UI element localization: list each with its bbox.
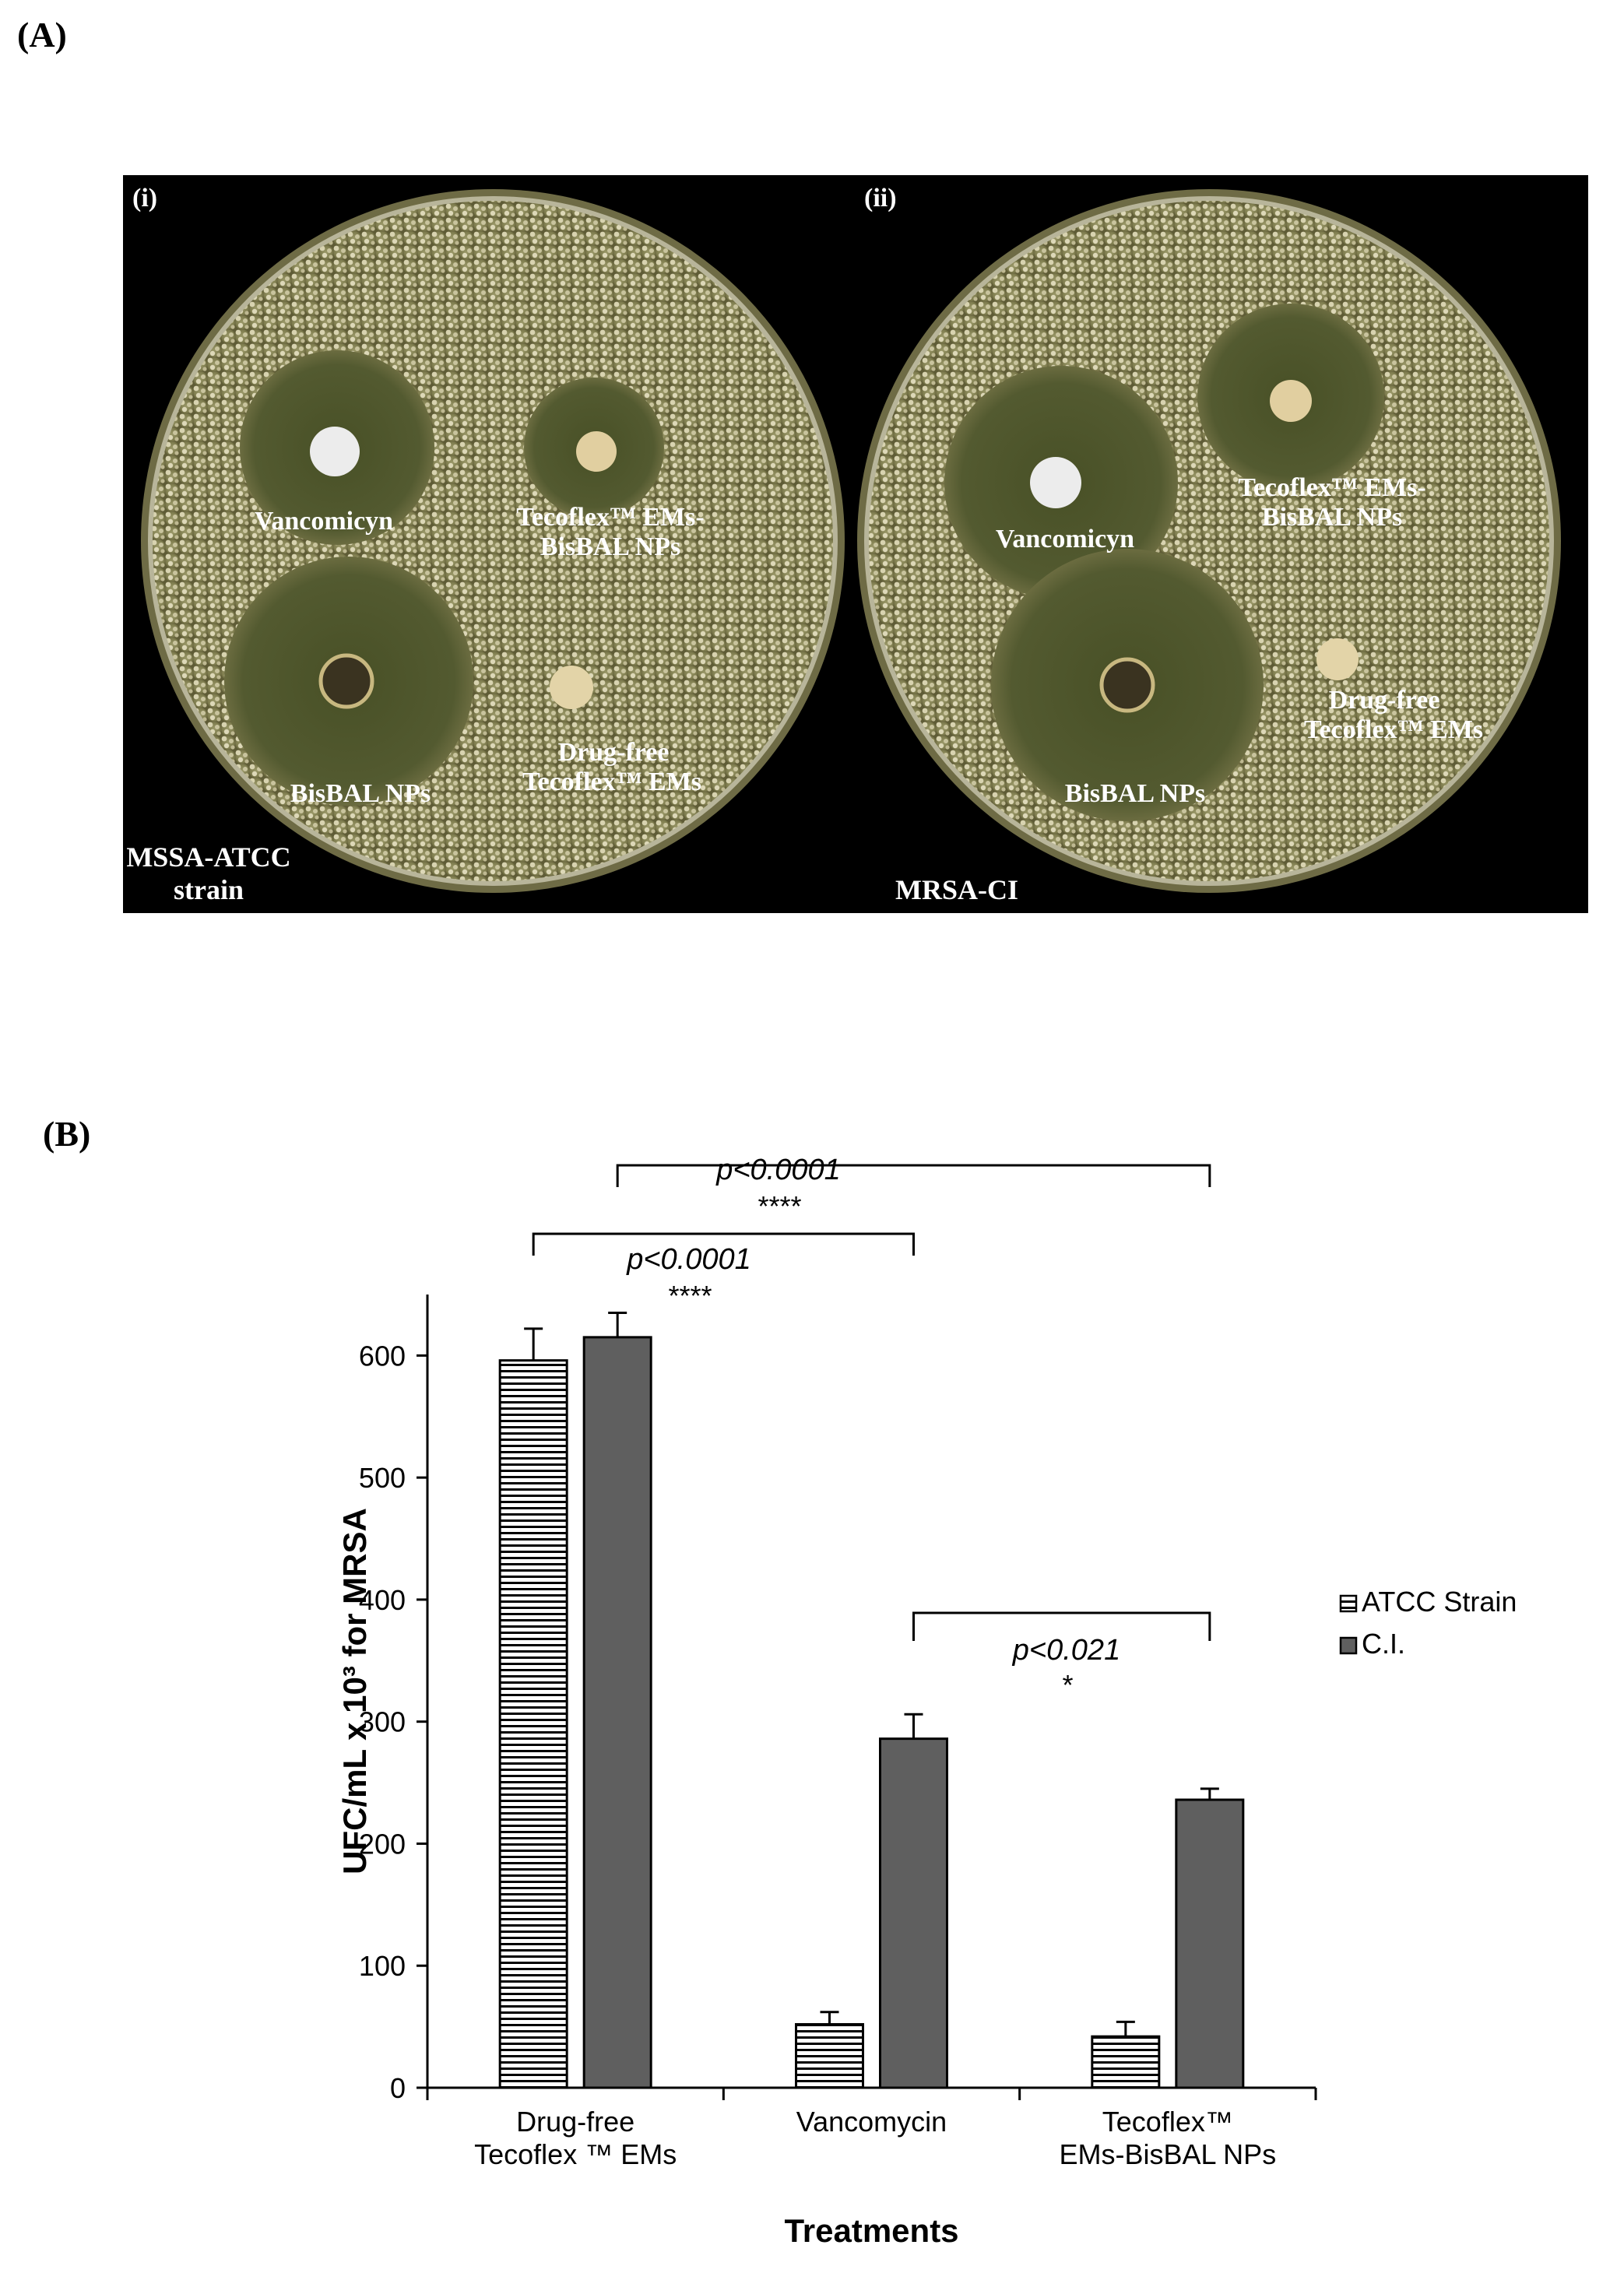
x-tick-label: EMs-BisBAL NPs: [1059, 2138, 1276, 2170]
label-tecoflex-np-line2: BisBAL NPs: [1262, 503, 1402, 532]
x-tick-label: Tecoflex ™ EMs: [474, 2138, 677, 2170]
label-tecoflex-np-line1: Tecoflex™ EMs-: [1238, 473, 1425, 502]
strain-label-line2: strain: [174, 874, 244, 905]
y-tick-label: 400: [359, 1584, 406, 1616]
significance-bracket: [532, 1232, 915, 1256]
plate-tag: (i): [132, 184, 157, 213]
drug-free-disc: [550, 666, 593, 709]
label-bisbal: BisBAL NPs: [290, 779, 431, 808]
p-value-label: p<0.0001: [715, 1154, 841, 1186]
significance-bracket: [616, 1164, 1211, 1187]
label-tecoflex-np-line2: BisBAL NPs: [540, 532, 680, 561]
panel-b-label: (B): [43, 1114, 91, 1154]
x-tick-label: Tecoflex™: [1102, 2106, 1233, 2138]
y-tick-label: 100: [359, 1950, 406, 1982]
label-drug-free-line1: Drug-free: [558, 738, 670, 767]
legend-swatch: [1339, 1636, 1358, 1655]
y-tick-label: 500: [359, 1462, 406, 1494]
vancomycin-disc: [1030, 457, 1081, 508]
plate-mrsa: (ii) Vancomicyn Tecoflex™ EMs- BisBAL NP…: [857, 184, 1561, 905]
plate-mssa: (i) Vancomicyn Tecoflex™ EMs- BisBAL NPs…: [126, 184, 845, 905]
panel-a-label: (A): [17, 15, 67, 54]
bar-atcc: [1091, 2035, 1161, 2089]
bar-atcc: [795, 2022, 864, 2089]
agar-plates-photo: (i) Vancomicyn Tecoflex™ EMs- BisBAL NPs…: [123, 175, 1588, 913]
y-axis-label: UFC/mL x 10³ for MRSA: [336, 1508, 373, 1874]
x-tick-label: Drug-free: [516, 2106, 634, 2138]
bar-ci: [1175, 1798, 1245, 2089]
drug-free-disc: [1316, 638, 1359, 680]
vancomycin-disc: [310, 427, 360, 476]
significance-stars: ****: [667, 1280, 712, 1312]
y-tick-label: 600: [359, 1340, 406, 1372]
label-drug-free-line2: Tecoflex™ EMs: [522, 768, 701, 796]
label-bisbal: BisBAL NPs: [1065, 779, 1205, 808]
label-vancomycin: Vancomicyn: [255, 507, 393, 536]
p-value-label: p<0.0001: [626, 1243, 751, 1276]
legend-label: ATCC Strain: [1362, 1586, 1517, 1618]
p-value-label: p<0.021: [1012, 1634, 1120, 1667]
tecoflex-np-disc: [576, 431, 617, 472]
plate-tag: (ii): [864, 184, 897, 213]
label-drug-free-line2: Tecoflex™ EMs: [1304, 715, 1483, 744]
label-drug-free-line1: Drug-free: [1329, 686, 1440, 715]
x-tick-label: Vancomycin: [796, 2106, 947, 2138]
y-tick-label: 300: [359, 1706, 406, 1738]
x-axis-label: Treatments: [784, 2212, 958, 2249]
bar-atcc: [498, 1359, 568, 2089]
legend-label: C.I.: [1362, 1628, 1405, 1660]
y-tick-label: 0: [390, 2072, 406, 2104]
label-vancomycin: Vancomicyn: [996, 525, 1134, 553]
significance-bracket: [912, 1611, 1211, 1641]
significance-stars: ****: [757, 1190, 801, 1222]
legend-swatch: [1339, 1594, 1358, 1613]
strain-label-line1: MSSA-ATCC: [126, 841, 290, 873]
tecoflex-np-disc: [1270, 380, 1312, 422]
y-tick-label: 200: [359, 1828, 406, 1860]
strain-label: MRSA-CI: [895, 874, 1018, 905]
bisbal-well: [1099, 657, 1155, 713]
bar-ci: [879, 1737, 948, 2089]
significance-stars: *: [1061, 1669, 1073, 1701]
bar-ci: [582, 1336, 652, 2089]
bisbal-well: [318, 653, 374, 709]
label-tecoflex-np-line1: Tecoflex™ EMs-: [516, 503, 704, 532]
